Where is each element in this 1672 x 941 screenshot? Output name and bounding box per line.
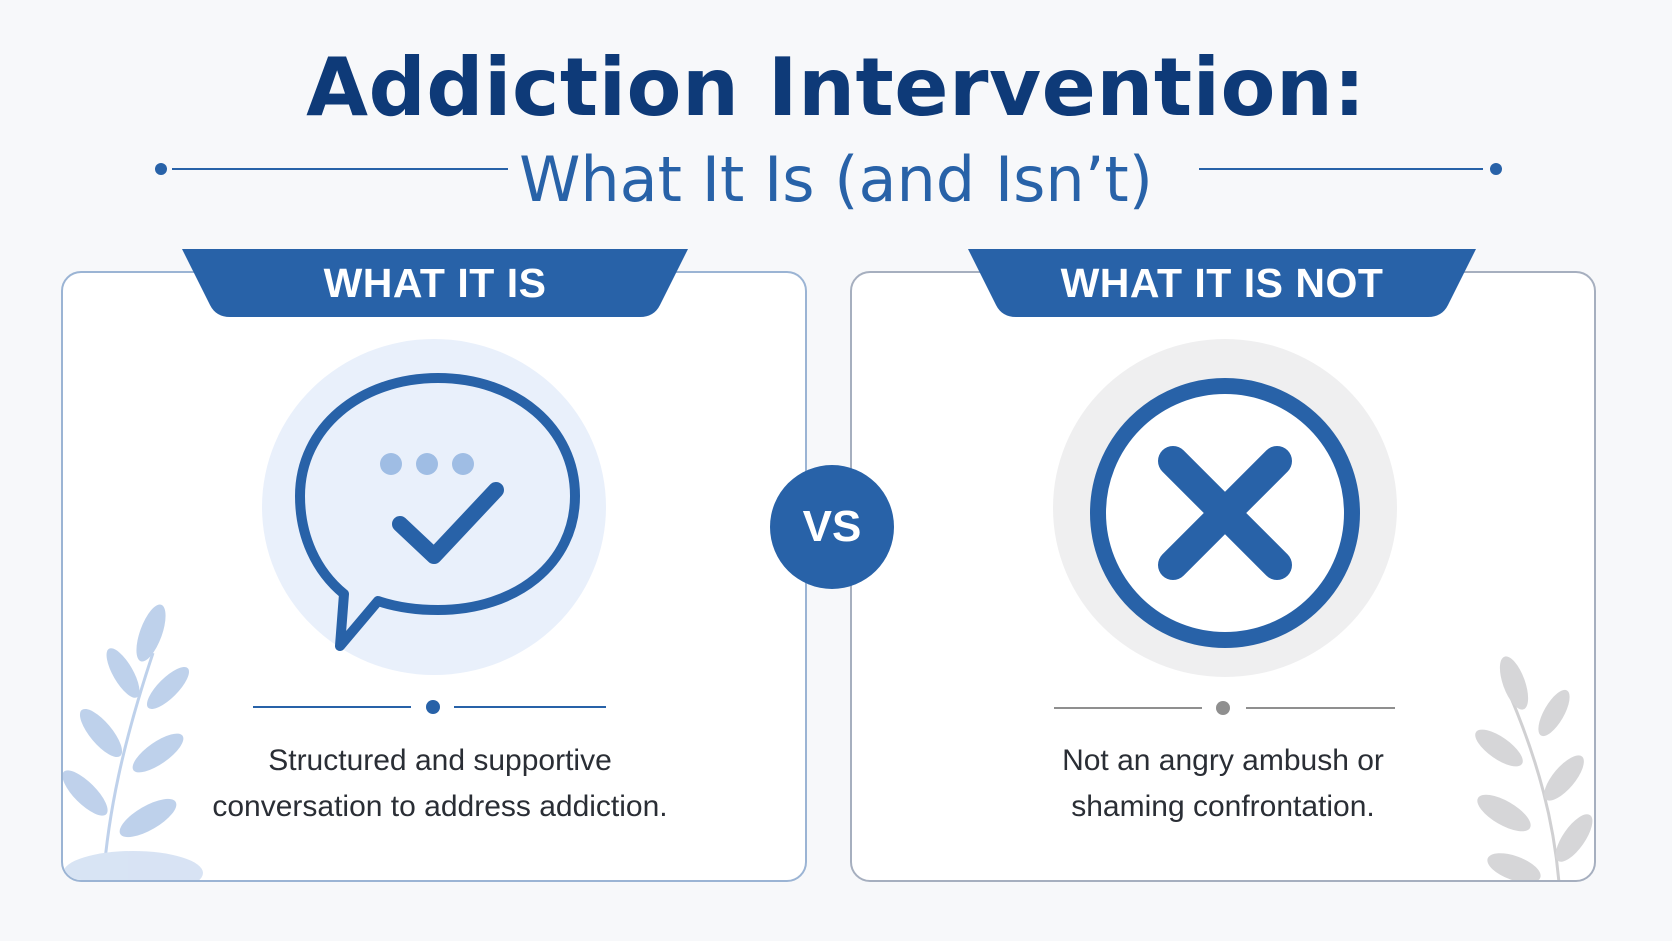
leaf-branch-icon (63, 604, 203, 880)
right-separator-dot (1216, 701, 1230, 715)
page-title: Addiction Intervention: (306, 41, 1366, 134)
subtitle-rule-left-dot (155, 163, 167, 175)
tab-what-it-is-not-label: WHAT IT IS NOT (1060, 260, 1384, 306)
page-subtitle: What It Is (and Isn’t) (519, 143, 1153, 216)
left-separator-dot (426, 700, 440, 714)
tab-what-it-is-label: WHAT IT IS (323, 260, 547, 306)
subtitle-rule-right-dot (1490, 163, 1502, 175)
tab-what-it-is: WHAT IT IS (182, 249, 688, 317)
tab-what-it-is-not: WHAT IT IS NOT (968, 249, 1476, 317)
what-it-is-not-description-line2: shaming confrontation. (1071, 790, 1375, 823)
right-separator-line-left (1054, 707, 1202, 709)
left-separator-line-right (454, 706, 606, 708)
what-it-is-description: Structured and supportive conversation t… (190, 738, 690, 830)
x-circle-icon (1090, 378, 1360, 648)
subtitle-rule-right (1199, 168, 1483, 170)
tab-what-it-is-not-shape (968, 249, 1476, 317)
subtitle-rule-left (172, 168, 508, 170)
left-separator-line-left (253, 706, 411, 708)
tab-what-it-is-shape (182, 249, 688, 317)
what-it-is-description-line1: Structured and supportive (268, 744, 612, 777)
chat-bubble-check-icon (295, 373, 580, 651)
chat-icon-halo (262, 339, 606, 675)
vs-badge: VS (770, 465, 894, 589)
leaf-branch-icon (1475, 656, 1593, 880)
right-separator-line-right (1246, 707, 1395, 709)
what-it-is-not-description-line1: Not an angry ambush or (1062, 744, 1384, 777)
what-it-is-description-line2: conversation to address addiction. (212, 790, 668, 823)
what-it-is-not-description: Not an angry ambush or shaming confronta… (973, 738, 1473, 830)
